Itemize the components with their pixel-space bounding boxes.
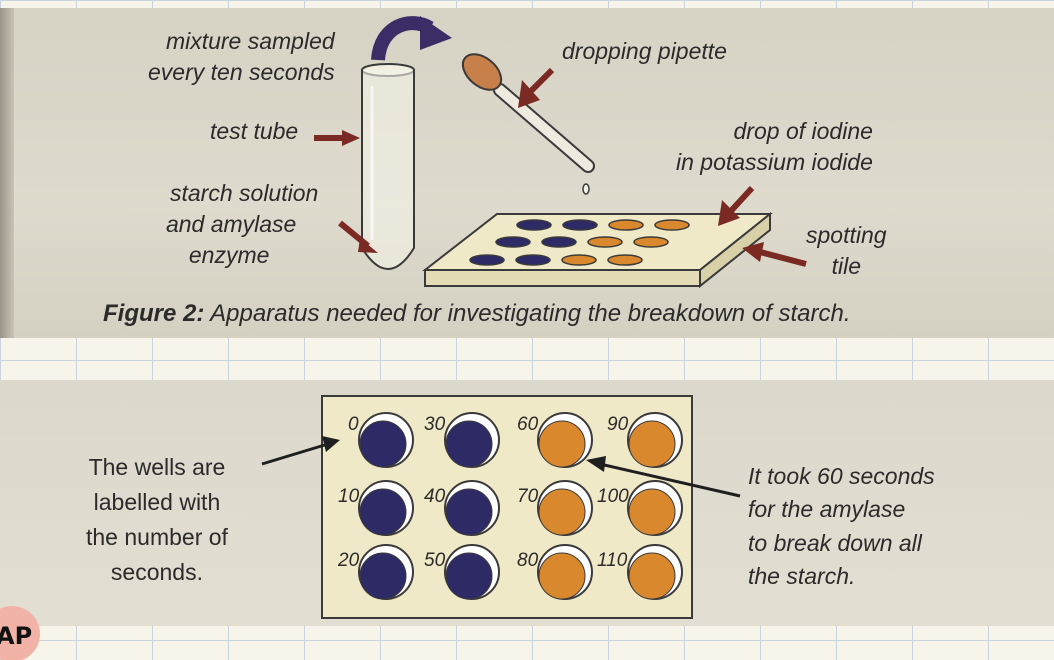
- wells-drawing: [261, 395, 741, 619]
- well-label: 110: [597, 550, 628, 571]
- well-orange: [628, 420, 676, 468]
- ap-sticker: AP: [0, 606, 40, 660]
- left-text-line-4: seconds.: [110, 558, 203, 585]
- tile-wells: [469, 219, 690, 266]
- tile-well-blue: [562, 219, 598, 231]
- well-label: 20: [338, 550, 360, 571]
- big-wells: [358, 412, 683, 600]
- figure-caption-text: Apparatus needed for investigating the b…: [204, 300, 851, 327]
- figure-caption-number: Figure 2:: [103, 300, 205, 327]
- well-orange: [538, 420, 586, 468]
- well-label: 100: [597, 486, 629, 507]
- starch-label-line-2: and amylase: [165, 211, 297, 238]
- well-orange: [628, 552, 676, 600]
- right-text-line-2: for the amylase: [748, 496, 906, 523]
- right-text-line-1: It took 60 seconds: [748, 463, 935, 489]
- well-label: 50: [424, 550, 446, 571]
- well-orange: [628, 488, 676, 536]
- figure-caption: Figure 2: Apparatus needed for investiga…: [103, 300, 851, 328]
- spotting-label-line-1: spotting: [806, 222, 887, 248]
- test-tube: [361, 63, 415, 270]
- tile-well-orange: [654, 219, 690, 231]
- iodine-label-line-1: drop of iodine: [733, 118, 873, 144]
- starch-label: starch solution and amylase enzyme: [166, 178, 319, 271]
- left-explanation: The wells are labelled with the number o…: [86, 450, 228, 590]
- iodine-label: drop of iodine in potassium iodide: [676, 116, 873, 178]
- pointer-arrows: [314, 67, 807, 267]
- well-blue: [445, 552, 493, 600]
- iodine-label-line-2: in potassium iodide: [676, 149, 873, 176]
- well-orange: [538, 488, 586, 536]
- callout-arrows: [261, 436, 741, 498]
- well-blue: [359, 420, 407, 468]
- tile-well-blue: [495, 236, 531, 248]
- starch-label-line-1: starch solution: [170, 180, 319, 206]
- mixture-label-line-2: every ten seconds: [148, 59, 335, 86]
- well-label: 60: [517, 414, 539, 435]
- apparatus-drawing: [314, 16, 807, 289]
- right-text-line-4: the starch.: [748, 563, 856, 590]
- mixture-label-line-1: mixture sampled: [165, 28, 335, 54]
- tile-well-blue: [469, 254, 505, 266]
- dropping-pipette: [461, 53, 595, 195]
- well-label: 30: [424, 414, 446, 435]
- ap-sticker-text: AP: [0, 622, 32, 650]
- mixture-label: mixture sampled every ten seconds: [148, 26, 335, 88]
- right-text-line-3: to break down all: [748, 529, 922, 556]
- test-tube-label: test tube: [210, 118, 299, 144]
- wells-figure-panel: 0 30 60 90 10 40 70 100 20 50 80 110 The wells are …: [0, 380, 1054, 626]
- well-label: 0: [348, 414, 359, 435]
- curved-arrow-head: [420, 16, 452, 50]
- tile-well-orange: [587, 236, 623, 248]
- apparatus-figure-panel: mixture sampled every ten seconds droppi…: [0, 8, 1054, 338]
- pipette-label: dropping pipette: [562, 38, 727, 64]
- well-blue: [359, 488, 407, 536]
- tile-well-orange: [607, 254, 643, 266]
- tile-well-orange: [633, 236, 669, 248]
- well-orange: [538, 552, 586, 600]
- tile-well-orange: [561, 254, 597, 266]
- right-explanation: It took 60 seconds for the amylase to br…: [748, 460, 935, 593]
- well-label: 40: [424, 486, 446, 507]
- well-label: 90: [607, 414, 629, 435]
- well-label: 80: [517, 550, 539, 571]
- well-blue: [445, 488, 493, 536]
- tile-well-orange: [608, 219, 644, 231]
- left-text-line-3: the number of: [86, 523, 228, 550]
- tile-well-blue: [515, 254, 551, 266]
- tile-well-blue: [541, 236, 577, 248]
- tile-well-blue: [516, 219, 552, 231]
- well-label: 10: [338, 486, 360, 507]
- spotting-tile-label: spotting tile: [806, 220, 887, 282]
- well-label: 70: [517, 486, 539, 507]
- left-text-line-2: labelled with: [93, 488, 221, 515]
- spotting-label-line-2: tile: [831, 253, 861, 280]
- starch-label-line-3: enzyme: [188, 242, 270, 269]
- well-blue: [359, 552, 407, 600]
- left-text-line-1: The wells are: [88, 454, 226, 480]
- well-blue: [445, 420, 493, 468]
